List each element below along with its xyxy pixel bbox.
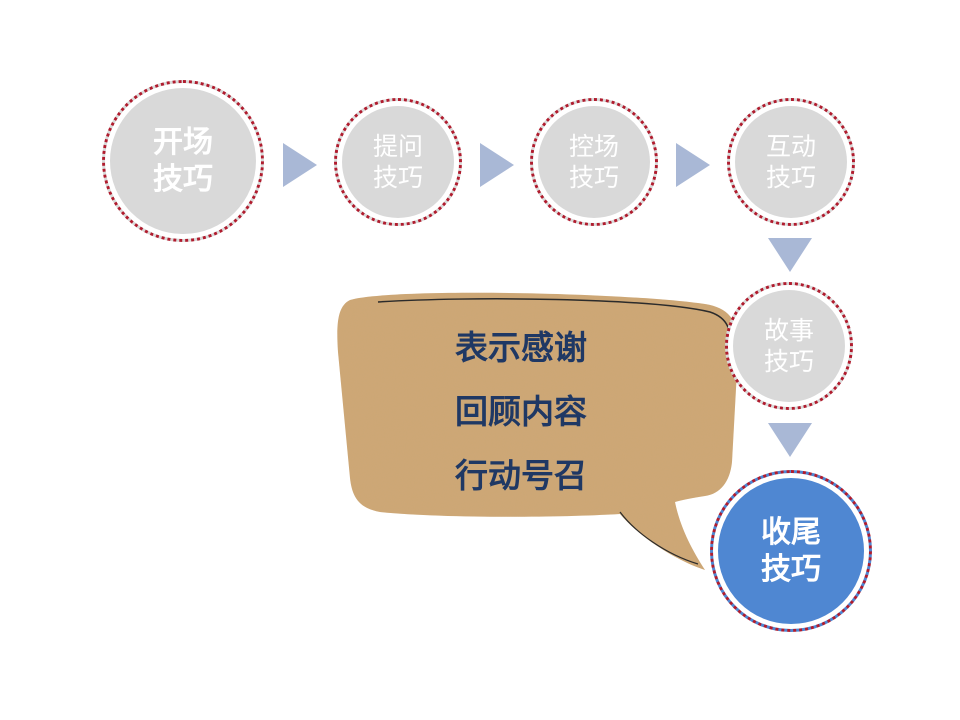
speech-bubble bbox=[337, 292, 739, 570]
step-questioning: 提问 技巧 bbox=[334, 98, 462, 226]
step-story-label: 故事 技巧 bbox=[763, 315, 814, 376]
step-interaction-label: 互动 技巧 bbox=[765, 131, 816, 192]
bubble-line-review: 回顾内容 bbox=[455, 392, 587, 431]
arrow-right-icon bbox=[480, 143, 514, 187]
step-opening: 开场 技巧 bbox=[102, 80, 264, 242]
step-questioning-label: 提问 技巧 bbox=[372, 131, 423, 192]
arrow-right-icon bbox=[676, 143, 710, 187]
arrow-down-icon bbox=[768, 238, 812, 272]
step-control-label: 控场 技巧 bbox=[568, 131, 619, 192]
arrow-down-icon bbox=[768, 423, 812, 457]
bubble-line-call-to-action: 行动号召 bbox=[455, 456, 587, 495]
bubble-text: 表示感谢 回顾内容 行动号召 bbox=[455, 322, 635, 514]
step-closing-label: 收尾 技巧 bbox=[761, 514, 821, 588]
step-story: 故事 技巧 bbox=[725, 282, 853, 410]
bubble-line-thanks: 表示感谢 bbox=[455, 328, 587, 367]
step-opening-label: 开场 技巧 bbox=[153, 124, 213, 198]
arrow-right-icon bbox=[283, 143, 317, 187]
step-control: 控场 技巧 bbox=[530, 98, 658, 226]
step-closing: 收尾 技巧 bbox=[710, 470, 872, 632]
step-interaction: 互动 技巧 bbox=[727, 98, 855, 226]
